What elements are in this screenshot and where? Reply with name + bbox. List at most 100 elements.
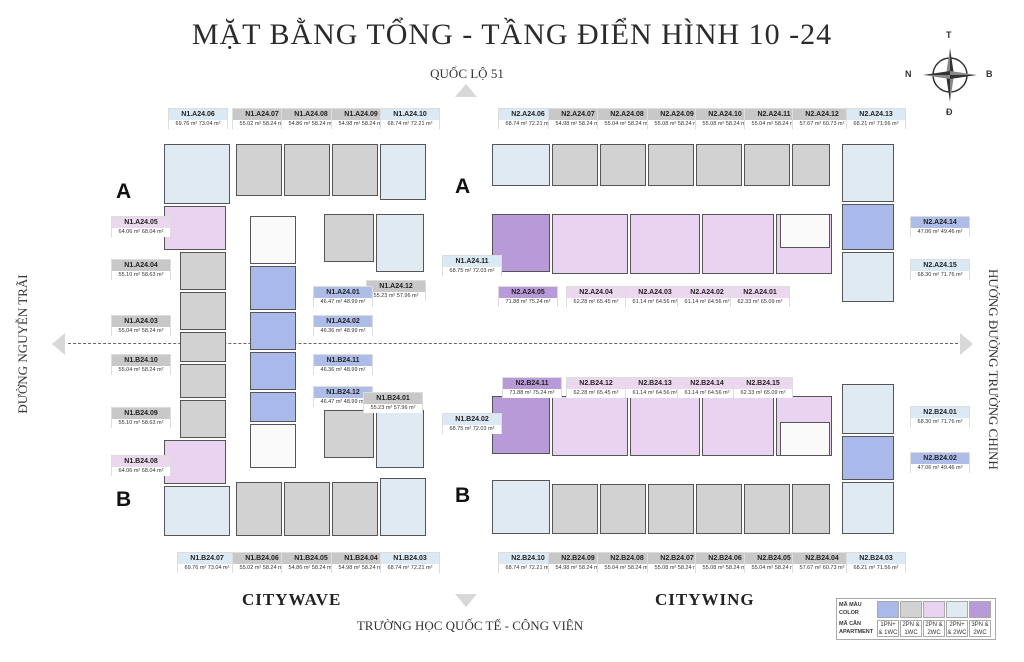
unit-plan[interactable] <box>324 410 374 458</box>
unit-plan[interactable] <box>696 484 742 534</box>
unit-plan[interactable] <box>600 144 646 186</box>
unit-plan[interactable] <box>792 144 830 186</box>
unit-plan[interactable] <box>250 392 296 422</box>
unit-plan[interactable] <box>744 484 790 534</box>
unit-plan[interactable] <box>696 144 742 186</box>
unit-plan[interactable] <box>236 482 282 536</box>
unit-plan[interactable] <box>376 410 424 468</box>
unit-plan[interactable] <box>648 144 694 186</box>
unit-plan[interactable] <box>164 206 226 250</box>
unit-plan[interactable] <box>842 384 894 434</box>
unit-plan[interactable] <box>648 484 694 534</box>
unit-plan[interactable] <box>702 214 774 274</box>
unit-plan[interactable] <box>324 214 374 262</box>
unit-plan[interactable] <box>600 484 646 534</box>
unit-plan[interactable] <box>744 144 790 186</box>
unit-plan[interactable] <box>250 312 296 350</box>
unit-plan[interactable] <box>552 214 628 274</box>
unit-plan[interactable] <box>332 144 378 196</box>
unit-plan[interactable] <box>380 478 426 536</box>
unit-plan[interactable] <box>630 396 700 456</box>
unit-plan[interactable] <box>180 252 226 290</box>
unit-plan[interactable] <box>552 396 628 456</box>
unit-plan[interactable] <box>702 396 774 456</box>
unit-plan[interactable] <box>250 266 296 310</box>
unit-plan[interactable] <box>284 144 330 196</box>
unit-plan[interactable] <box>842 204 894 250</box>
unit-plan[interactable] <box>164 440 226 484</box>
unit-plan[interactable] <box>492 144 550 186</box>
unit-plan[interactable] <box>552 144 598 186</box>
unit-plan[interactable] <box>164 486 230 536</box>
unit-plan[interactable] <box>552 484 598 534</box>
unit-plan[interactable] <box>842 252 894 302</box>
unit-plan[interactable] <box>236 144 282 196</box>
unit-plan[interactable] <box>842 144 894 202</box>
unit-plan[interactable] <box>492 480 550 534</box>
unit-plan[interactable] <box>842 436 894 480</box>
unit-plan[interactable] <box>380 144 426 200</box>
unit-plan[interactable] <box>376 214 424 272</box>
unit-plan[interactable] <box>250 352 296 390</box>
unit-plan[interactable] <box>630 214 700 274</box>
unit-plan[interactable] <box>842 482 894 534</box>
unit-plan[interactable] <box>792 484 830 534</box>
unit-plan[interactable] <box>164 144 230 204</box>
unit-plan[interactable] <box>180 400 226 438</box>
unit-plan[interactable] <box>180 292 226 330</box>
unit-plan[interactable] <box>180 332 226 362</box>
unit-plan[interactable] <box>284 482 330 536</box>
unit-plan[interactable] <box>180 364 226 398</box>
